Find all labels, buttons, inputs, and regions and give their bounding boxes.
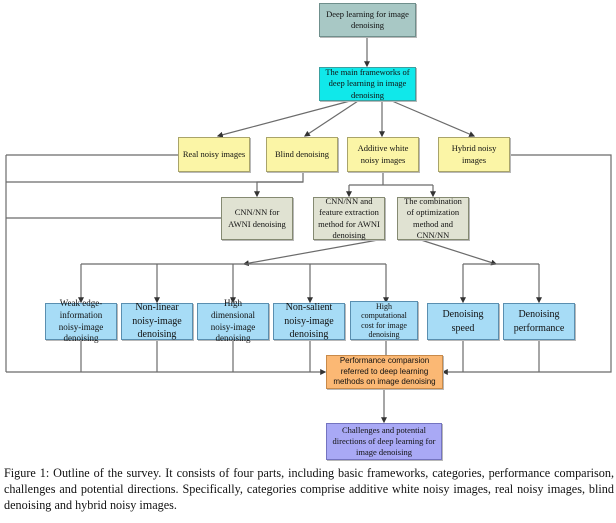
connector-layer — [5, 37, 612, 424]
node-performance-comparison: Performance comparsion referred to deep … — [326, 355, 443, 389]
node-high-computational-cost: High computational cost for image denois… — [350, 301, 418, 340]
node-cnn-awni: CNN/NN for AWNI denoising — [221, 197, 293, 240]
node-weak-edge: Weak edge-information noisy-image denois… — [45, 298, 117, 343]
edge-cnn-feature-topics — [242, 239, 379, 267]
survey-outline-diagram: Deep learning for image denoising The ma… — [5, 3, 612, 460]
node-root: Deep learning for image denoising — [319, 3, 416, 37]
node-hybrid-noisy-images: Hybrid noisy images — [438, 137, 510, 172]
node-denoising-speed: Denoising speed — [427, 303, 499, 340]
edge-frameworks-real — [216, 100, 351, 138]
node-additive-white-noisy-images: Additive white noisy images — [347, 137, 419, 172]
node-cnn-feature-extraction: CNN/NN and feature extraction method for… — [313, 196, 385, 240]
node-optimization-combination: The combination of optimization method a… — [397, 196, 469, 240]
edge-hybrid-right — [441, 154, 612, 375]
edge-frameworks-hybrid — [391, 100, 476, 137]
edge-blind-cnn-awni — [254, 172, 304, 198]
node-non-salient: Non-salient noisy-image denoising — [273, 302, 345, 340]
node-blind-denoising: Blind denoising — [266, 137, 338, 172]
node-real-noisy-images: Real noisy images — [178, 137, 250, 172]
node-challenges-directions: Challenges and potential directions of d… — [326, 423, 442, 460]
edge-frameworks-blind — [303, 100, 359, 137]
figure-caption: Figure 1: Outline of the survey. It cons… — [4, 466, 614, 512]
node-frameworks: The main frameworks of deep learning in … — [319, 67, 416, 101]
node-denoising-performance: Denoising performance — [503, 303, 575, 340]
node-non-linear: Non-linear noisy-image denoising — [121, 302, 193, 340]
node-high-dimensional: High dimensional noisy-image denoising — [197, 298, 269, 343]
edge-combination-eval — [420, 239, 498, 266]
